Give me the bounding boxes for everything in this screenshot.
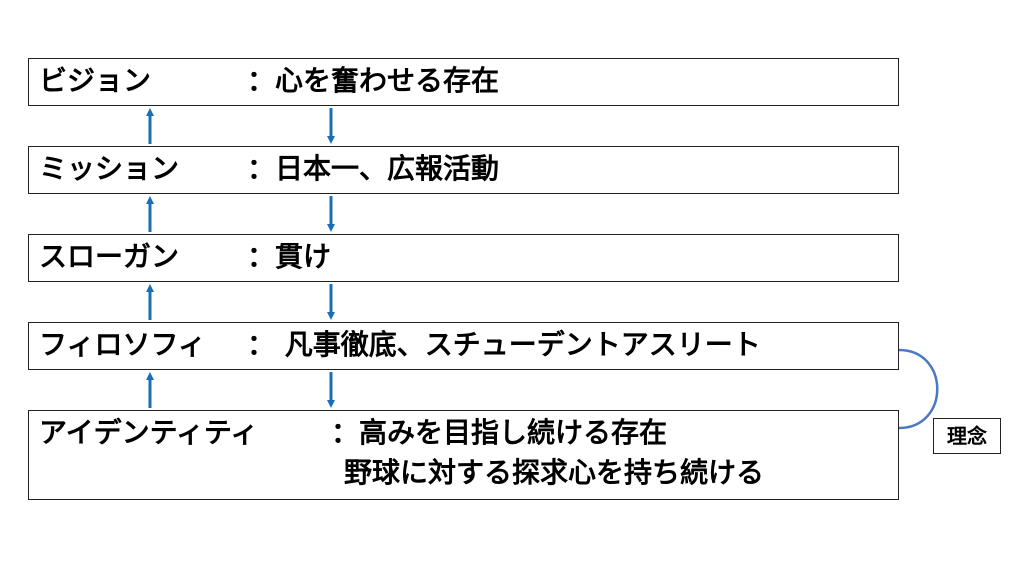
- slogan-label: スローガン: [39, 240, 180, 273]
- vision-value: ：心を奮わせる存在: [247, 64, 500, 97]
- philosophy-value: ： 凡事徹底、スチューデントアスリート: [247, 328, 761, 361]
- mission-label: ミッション: [39, 152, 180, 185]
- rinen-label: 理念: [933, 418, 1001, 454]
- philosophy-identity-bracket: [898, 348, 939, 430]
- identity-value-line2: 野球に対する探求心を持ち続ける: [344, 456, 765, 489]
- philosophy-box: フィロソフィ ： 凡事徹底、スチューデントアスリート: [28, 322, 899, 370]
- mission-box: ミッション ：日本一、広報活動: [28, 146, 899, 194]
- vision-box: ビジョン ：心を奮わせる存在: [28, 58, 899, 106]
- identity-value: ：高みを目指し続ける存在: [331, 416, 668, 449]
- identity-label: アイデンティティ: [39, 416, 259, 449]
- mission-value: ：日本一、広報活動: [247, 152, 500, 185]
- philosophy-label: フィロソフィ: [39, 328, 206, 361]
- slogan-box: スローガン ：貫け: [28, 234, 899, 282]
- identity-box: アイデンティティ ：高みを目指し続ける存在 野球に対する探求心を持ち続ける: [28, 410, 899, 500]
- slogan-value: ：貫け: [247, 240, 332, 273]
- vision-label: ビジョン: [39, 64, 152, 97]
